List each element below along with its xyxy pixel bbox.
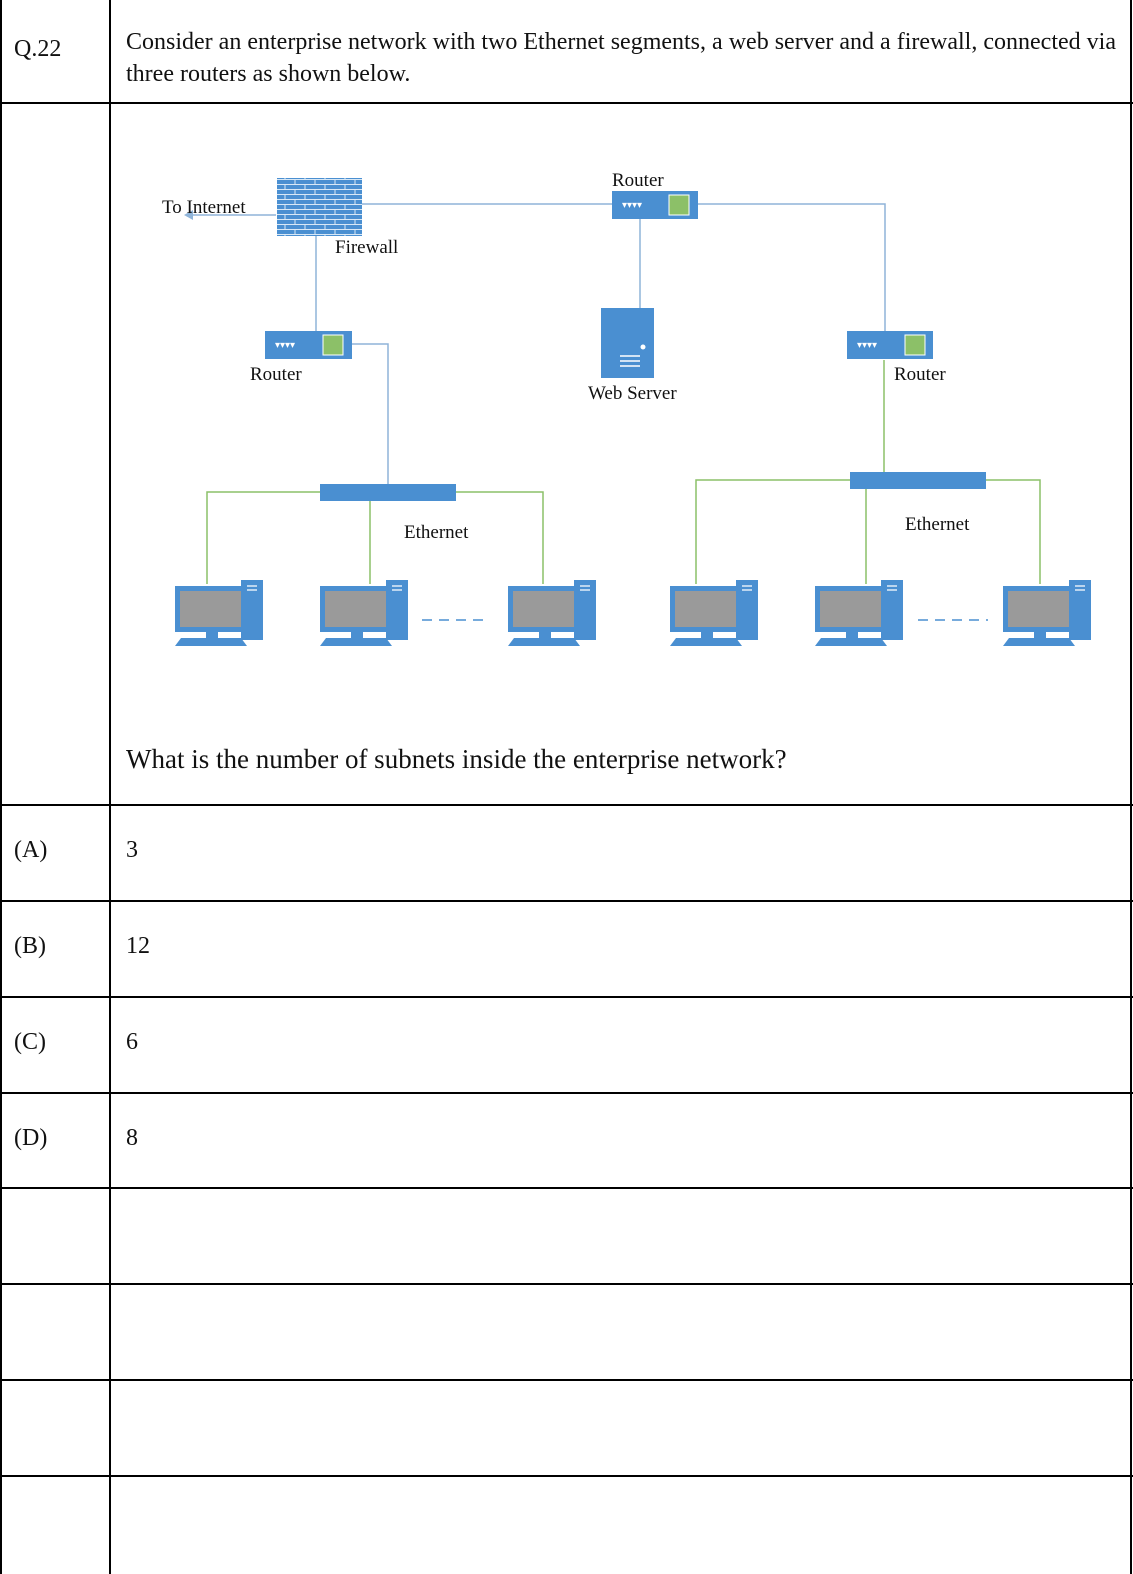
row-divider <box>0 1092 1133 1094</box>
row-divider <box>0 900 1133 902</box>
question-number: Q.22 <box>14 36 62 62</box>
pc-icon <box>1003 580 1091 646</box>
ethernet-left-bus <box>320 484 456 501</box>
router-left-label: Router <box>250 364 302 385</box>
web-server-label: Web Server <box>588 383 677 404</box>
router-left-icon: ▾▾▾▾ <box>265 331 352 359</box>
option-b-value: 12 <box>126 933 150 959</box>
ethernet-left-label: Ethernet <box>404 522 469 543</box>
row-divider <box>0 1283 1133 1285</box>
link-router-top-router-right <box>698 203 886 333</box>
row-divider <box>0 1379 1133 1381</box>
web-server-icon <box>601 308 654 378</box>
option-d-label: (D) <box>14 1125 48 1151</box>
table-left-border <box>0 0 2 1574</box>
pc-icon <box>670 580 758 646</box>
firewall-icon <box>277 178 362 236</box>
question-prompt: What is the number of subnets inside the… <box>126 744 787 774</box>
option-c-label: (C) <box>14 1029 46 1055</box>
option-b-label: (B) <box>14 933 46 959</box>
network-diagram: ▾▾▾▾ ▾▾▾▾ ▾▾▾▾ <box>162 170 1091 646</box>
internet-arrowhead <box>184 210 193 220</box>
pc-icon <box>320 580 408 646</box>
router-right-icon: ▾▾▾▾ <box>847 331 933 359</box>
pc-icon <box>815 580 903 646</box>
option-c-value: 6 <box>126 1029 138 1055</box>
router-top-label: Router <box>612 170 664 191</box>
row-divider <box>0 996 1133 998</box>
ethernet-right-label: Ethernet <box>905 514 970 535</box>
table-right-border <box>1130 0 1132 1574</box>
option-a-value: 3 <box>126 837 138 863</box>
svg-text:▾▾▾▾: ▾▾▾▾ <box>622 200 642 211</box>
link-ethernet-right-pcs <box>695 479 1041 584</box>
firewall-label: Firewall <box>335 237 398 258</box>
pc-icon <box>508 580 596 646</box>
router-top-icon: ▾▾▾▾ <box>612 191 698 219</box>
router-right-label: Router <box>894 364 946 385</box>
svg-text:▾▾▾▾: ▾▾▾▾ <box>857 340 877 351</box>
row-divider <box>0 804 1133 806</box>
row-divider <box>0 1187 1133 1189</box>
table-column-divider <box>109 0 111 1574</box>
to-internet-label: To Internet <box>162 197 246 218</box>
ethernet-right-bus <box>850 472 986 489</box>
question-stem: Consider an enterprise network with two … <box>126 29 1116 87</box>
row-divider <box>0 1475 1133 1477</box>
link-router-left-ethernet-left <box>352 343 389 484</box>
option-d-value: 8 <box>126 1125 138 1151</box>
option-a-label: (A) <box>14 837 48 863</box>
link-ethernet-left-pcs <box>206 491 544 584</box>
pc-icon <box>175 580 263 646</box>
row-divider <box>0 102 1133 104</box>
svg-text:▾▾▾▾: ▾▾▾▾ <box>275 340 295 351</box>
